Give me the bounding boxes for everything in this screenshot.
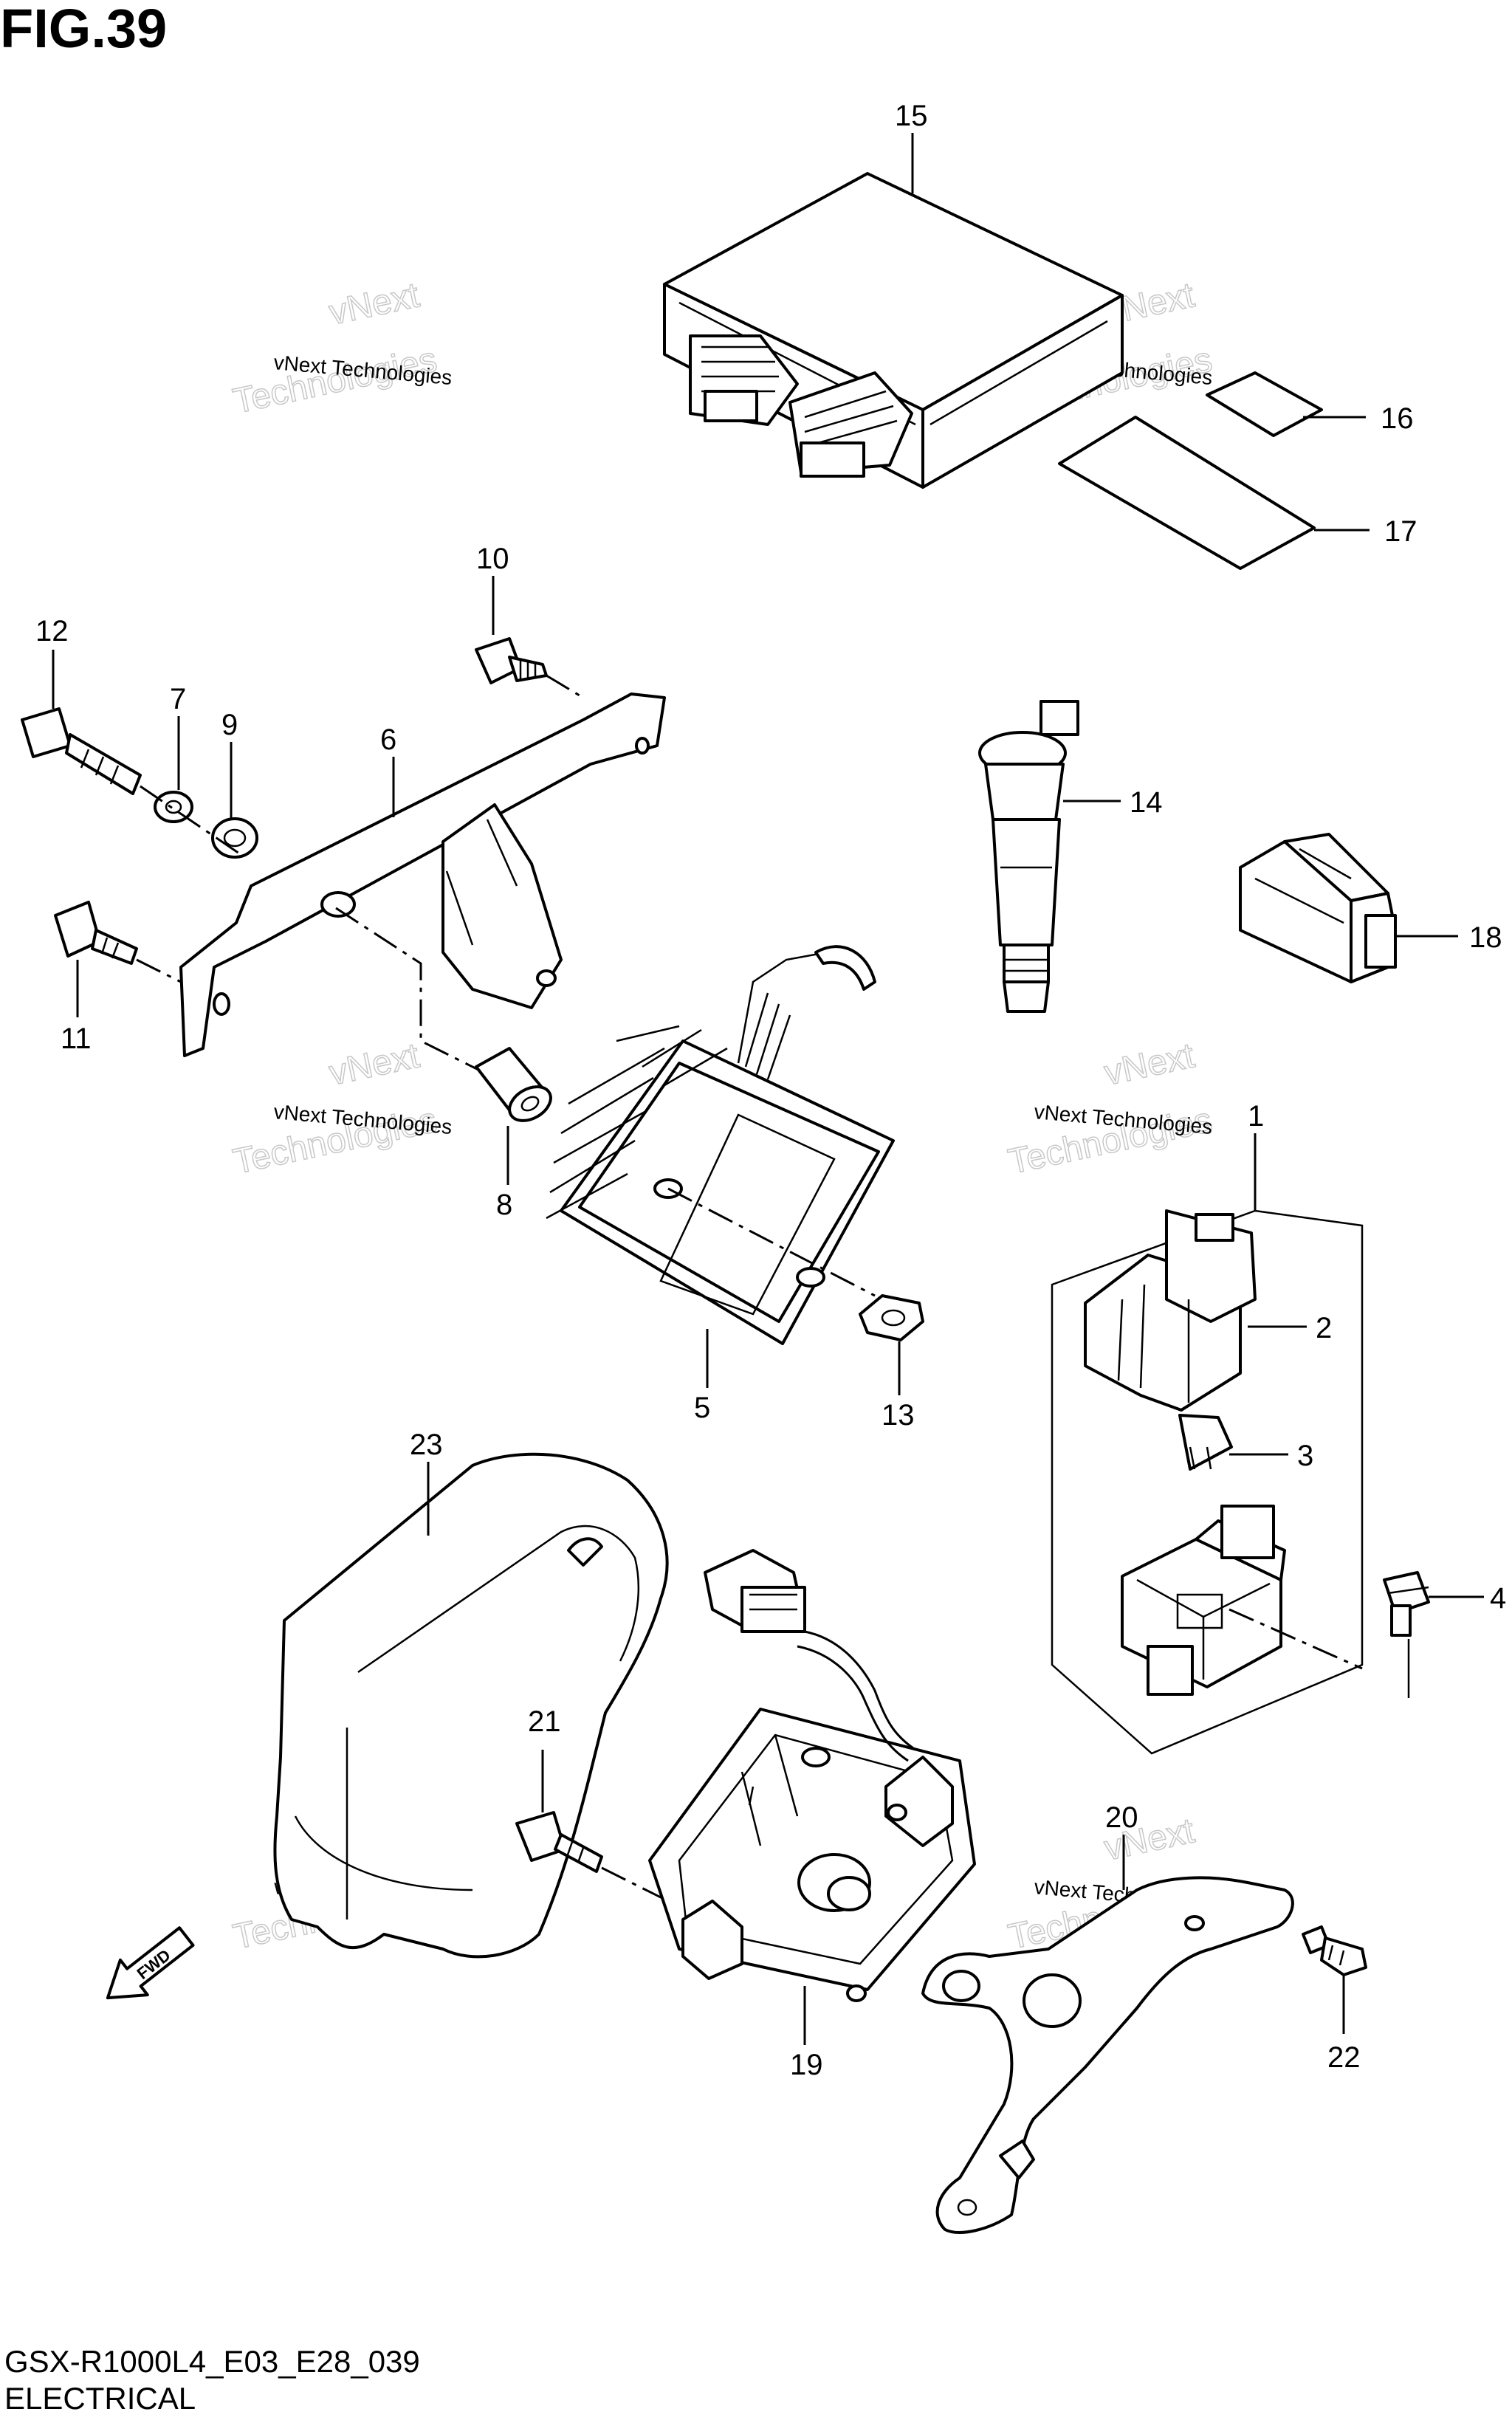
callout-3: 3 [1297,1440,1313,1472]
watermark-group-3: vNext Technologies vNext Technologies [230,1036,453,1183]
callout-17: 17 [1384,515,1418,548]
callout-20: 20 [1105,1801,1138,1834]
callout-19: 19 [790,2049,823,2081]
bolt-10 [475,637,548,684]
bolt-11 [54,901,138,965]
forward-arrow-icon: FWD [106,1926,195,2000]
sensor-bracket [921,1876,1294,2234]
callout-16: 16 [1381,402,1414,435]
model-code: GSX-R1000L4_E03_E28_039 [4,2344,420,2379]
grommet-9 [211,817,258,859]
collar-8 [475,1047,552,1122]
callout-8: 8 [496,1189,512,1221]
watermark-group-4: vNext Technologies vNext Technologies [1005,1036,1217,1183]
relay-cover-2 [1084,1209,1257,1412]
callout-18: 18 [1469,921,1502,954]
callout-21: 21 [528,1705,561,1738]
axis-5 [667,1187,876,1297]
callout-5: 5 [694,1392,710,1424]
callout-23: 23 [410,1429,443,1461]
callout-2: 2 [1316,1312,1332,1344]
callout-22: 22 [1327,2041,1361,2074]
ecm-unit [663,172,1124,489]
callout-11: 11 [61,1023,92,1055]
callout-6: 6 [380,724,396,756]
axis-relay [1228,1608,1363,1670]
bolt-22 [1302,1925,1367,1976]
ecm-connector-1 [689,334,799,426]
watermark-big-1: vNext [1101,1036,1197,1093]
watermark-big-1: vNext [326,1036,422,1093]
callout-4: 4 [1490,1582,1506,1615]
callout-15: 15 [895,100,928,132]
pad-large [1058,416,1316,570]
callout-1: 1 [1248,1100,1264,1133]
callout-12: 12 [35,615,69,647]
cover-23 [273,1452,669,1959]
tilt-sensor [648,1708,976,2002]
nut-13 [859,1294,924,1341]
ecm-connector-2 [788,371,913,478]
axis-12 [140,785,244,858]
axis-11 [136,958,182,983]
pad-small [1206,371,1323,437]
bolt-21 [515,1811,603,1873]
watermark-group-1: vNext Technologies vNext Technologies [230,275,453,422]
callout-9: 9 [221,709,238,741]
screw-4 [1383,1571,1430,1637]
fuse-3 [1178,1414,1233,1471]
bolt-12 [21,707,142,795]
callout-10: 10 [476,543,509,575]
axis-8 [335,907,481,1072]
watermark-big-1: vNext [326,275,422,332]
regulator-rectifier [546,945,895,1345]
relay-connector [1239,833,1397,983]
callout-13: 13 [882,1399,915,1432]
callout-14: 14 [1130,786,1163,819]
ignition-coil [978,700,1079,1013]
starter-relay [1121,1505,1286,1696]
section-name: ELECTRICAL [4,2381,196,2416]
figure-title: FIG.39 [0,0,168,59]
sensor-harness [704,1549,916,1762]
callout-7: 7 [170,683,186,715]
axis-10 [546,674,584,699]
regulator-bracket [179,692,666,1057]
